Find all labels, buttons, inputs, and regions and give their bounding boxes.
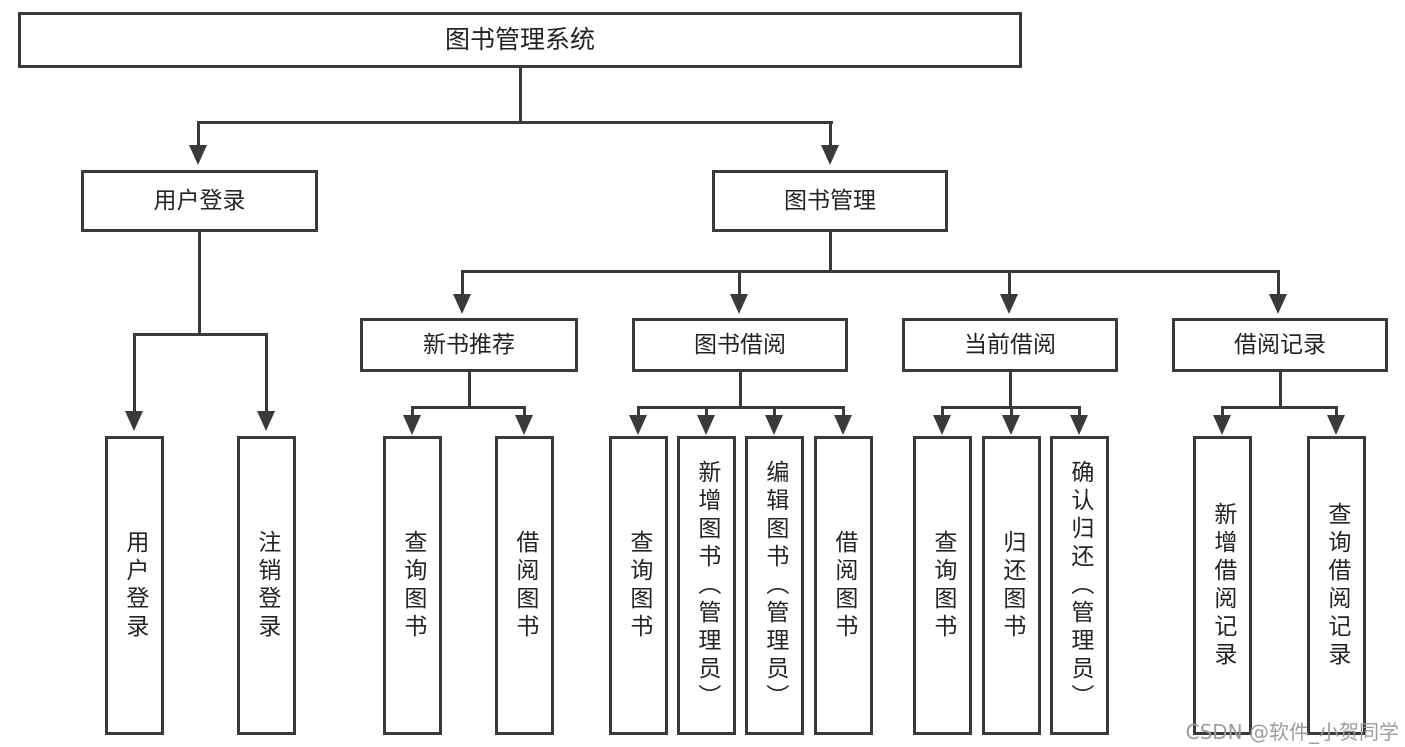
leaf-bb-borrow-book[interactable]: 借阅图书 [814, 436, 873, 735]
leaf-bb-query-book[interactable]: 查询图书 [609, 436, 668, 735]
connector-book-borrow-bus [637, 406, 845, 409]
connector-drop-current-borrow [1008, 270, 1011, 296]
node-new-book-recommend[interactable]: 新书推荐 [360, 318, 578, 372]
node-label: 新书推荐 [423, 331, 515, 358]
connector-drop-cb-confirm [1078, 406, 1081, 418]
connector-drop-user-login [197, 121, 200, 147]
leaf-bb-edit-book[interactable]: 编辑图书（管理员） [745, 436, 804, 735]
arrowhead-book-manage [821, 145, 839, 165]
connector-level2-bus [461, 270, 1279, 273]
connector-book-borrow-stem [739, 372, 742, 408]
connector-drop-nb-borrow [523, 406, 526, 418]
arrowhead-borrow-record [1269, 294, 1287, 314]
connector-new-book-stem [468, 372, 471, 408]
node-book-manage[interactable]: 图书管理 [712, 170, 948, 232]
leaf-nb-query-book[interactable]: 查询图书 [383, 436, 442, 735]
node-label: 归还图书 [998, 529, 1025, 642]
node-label: 查询图书 [399, 529, 426, 642]
node-user-login[interactable]: 用户登录 [81, 170, 318, 232]
node-label: 图书借阅 [694, 331, 786, 358]
arrowhead-br-query [1327, 415, 1345, 435]
connector-drop-borrow-record [1277, 270, 1280, 296]
node-label: 确认归还（管理员） [1066, 459, 1093, 712]
connector-drop-leaf-user-login [133, 333, 136, 413]
connector-drop-cb-return [1010, 406, 1013, 418]
connector-drop-book-manage [829, 121, 832, 147]
arrowhead-user-login [189, 145, 207, 165]
leaf-cb-confirm-return[interactable]: 确认归还（管理员） [1050, 436, 1109, 735]
leaf-nb-borrow-book[interactable]: 借阅图书 [495, 436, 554, 735]
connector-drop-book-borrow [738, 270, 741, 296]
arrowhead-bb-borrow [834, 415, 852, 435]
connector-borrow-record-bus [1221, 406, 1338, 409]
node-label: 借阅记录 [1234, 331, 1326, 358]
arrowhead-book-borrow [730, 294, 748, 314]
node-label: 用户登录 [121, 529, 148, 642]
node-label: 新增借阅记录 [1209, 501, 1236, 670]
leaf-cb-return-book[interactable]: 归还图书 [982, 436, 1041, 735]
node-borrow-record[interactable]: 借阅记录 [1172, 318, 1388, 372]
connector-drop-bb-borrow [842, 406, 845, 418]
node-book-borrow[interactable]: 图书借阅 [632, 318, 848, 372]
arrowhead-current-borrow [1000, 294, 1018, 314]
node-label: 当前借阅 [964, 331, 1056, 358]
arrowhead-nb-query [403, 415, 421, 435]
node-label: 编辑图书（管理员） [761, 459, 788, 712]
node-label: 借阅图书 [511, 529, 538, 642]
node-label: 查询借阅记录 [1323, 501, 1350, 670]
connector-drop-bb-edit [773, 406, 776, 418]
arrowhead-bb-edit [765, 415, 783, 435]
connector-new-book-bus [411, 406, 526, 409]
arrowhead-nb-borrow [515, 415, 533, 435]
connector-root-stem [519, 68, 522, 123]
arrowhead-cb-query [933, 415, 951, 435]
node-label: 查询图书 [929, 529, 956, 642]
node-label: 图书管理 [784, 187, 876, 214]
node-label: 用户登录 [153, 187, 246, 214]
connector-drop-br-add [1221, 406, 1224, 418]
leaf-br-query-record[interactable]: 查询借阅记录 [1307, 436, 1366, 735]
arrowhead-bb-add [697, 415, 715, 435]
node-label: 查询图书 [625, 529, 652, 642]
node-current-borrow[interactable]: 当前借阅 [902, 318, 1118, 372]
connector-drop-leaf-logout [265, 333, 268, 413]
leaf-cb-query-book[interactable]: 查询图书 [913, 436, 972, 735]
connector-drop-bb-query [637, 406, 640, 418]
leaf-user-login[interactable]: 用户登录 [105, 436, 164, 735]
connector-user-login-bus [133, 333, 268, 336]
arrowhead-br-add [1213, 415, 1231, 435]
connector-borrow-record-stem [1279, 372, 1282, 408]
connector-drop-cb-query [941, 406, 944, 418]
arrowhead-leaf-logout [257, 411, 275, 431]
node-label: 图书管理系统 [444, 25, 595, 55]
arrowhead-leaf-user-login [125, 411, 143, 431]
arrowhead-cb-confirm [1070, 415, 1088, 435]
connector-drop-bb-add [705, 406, 708, 418]
connector-current-borrow-stem [1009, 372, 1012, 408]
node-label: 借阅图书 [830, 529, 857, 642]
arrowhead-new-book [453, 294, 471, 314]
node-label: 新增图书（管理员） [693, 459, 720, 712]
csdn-watermark: CSDN @软件_小贺同学 [1185, 720, 1399, 744]
leaf-br-add-record[interactable]: 新增借阅记录 [1193, 436, 1252, 735]
connector-drop-br-query [1335, 406, 1338, 418]
arrowhead-bb-query [629, 415, 647, 435]
leaf-logout[interactable]: 注销登录 [237, 436, 296, 735]
arrowhead-cb-return [1002, 415, 1020, 435]
connector-drop-nb-query [411, 406, 414, 418]
connector-user-login-stem [198, 232, 201, 335]
leaf-bb-add-book[interactable]: 新增图书（管理员） [677, 436, 736, 735]
node-root-system[interactable]: 图书管理系统 [18, 12, 1022, 68]
connector-drop-new-book [461, 270, 464, 296]
connector-book-manage-stem [829, 232, 832, 272]
node-label: 注销登录 [253, 529, 280, 642]
connector-level1-bus [197, 121, 833, 124]
